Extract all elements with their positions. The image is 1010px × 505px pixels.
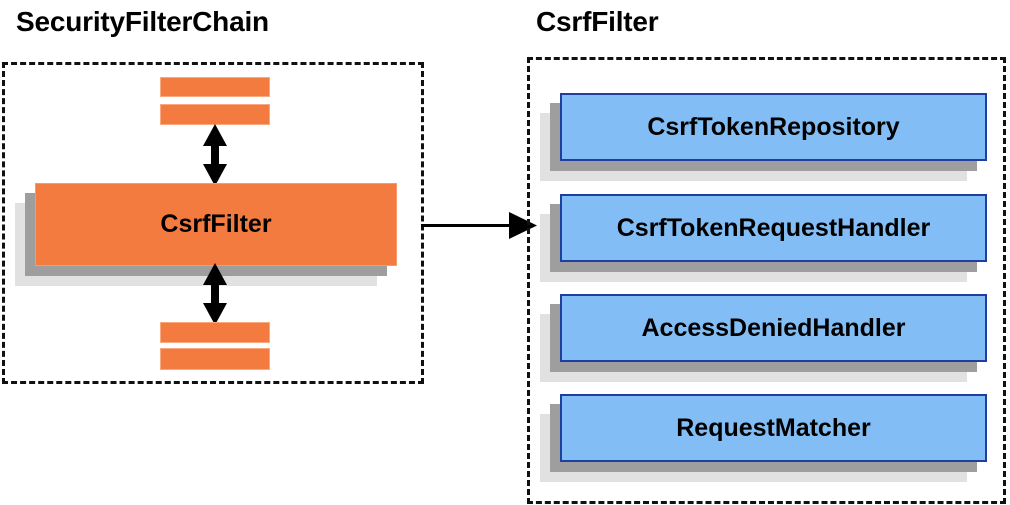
node-access-denied-handler[interactable]: AccessDeniedHandler: [540, 294, 987, 382]
node-label: AccessDeniedHandler: [641, 313, 906, 342]
panel-security-filter-chain: [2, 62, 424, 384]
double-arrow-down-icon: [200, 263, 230, 325]
filter-bar-below-2: [160, 348, 270, 370]
node-request-matcher[interactable]: RequestMatcher: [540, 394, 987, 482]
node-face: CsrfTokenRequestHandler: [560, 194, 987, 262]
node-face: AccessDeniedHandler: [560, 294, 987, 362]
node-csrf-filter[interactable]: CsrfFilter: [15, 183, 397, 286]
filter-bar-above-1: [160, 77, 270, 97]
node-label: CsrfTokenRequestHandler: [616, 213, 931, 242]
filter-bar-below-1: [160, 322, 270, 343]
node-face: RequestMatcher: [560, 394, 987, 462]
filter-bar-above-2: [160, 104, 270, 125]
panel-csrf-filter: [527, 57, 1006, 504]
node-csrf-token-repository[interactable]: CsrfTokenRepository: [540, 93, 987, 181]
node-face: CsrfFilter: [35, 183, 397, 266]
node-label: CsrfFilter: [160, 210, 272, 238]
node-label: RequestMatcher: [676, 413, 871, 442]
node-label: CsrfTokenRepository: [647, 112, 900, 141]
panel-title-security-filter-chain: SecurityFilterChain: [16, 6, 269, 37]
node-face: CsrfTokenRepository: [560, 93, 987, 161]
double-arrow-up-icon: [200, 124, 230, 186]
panel-title-csrf-filter: CsrfFilter: [536, 6, 659, 37]
panel-link-arrow-icon: [421, 212, 537, 240]
node-csrf-token-request-handler[interactable]: CsrfTokenRequestHandler: [540, 194, 987, 282]
